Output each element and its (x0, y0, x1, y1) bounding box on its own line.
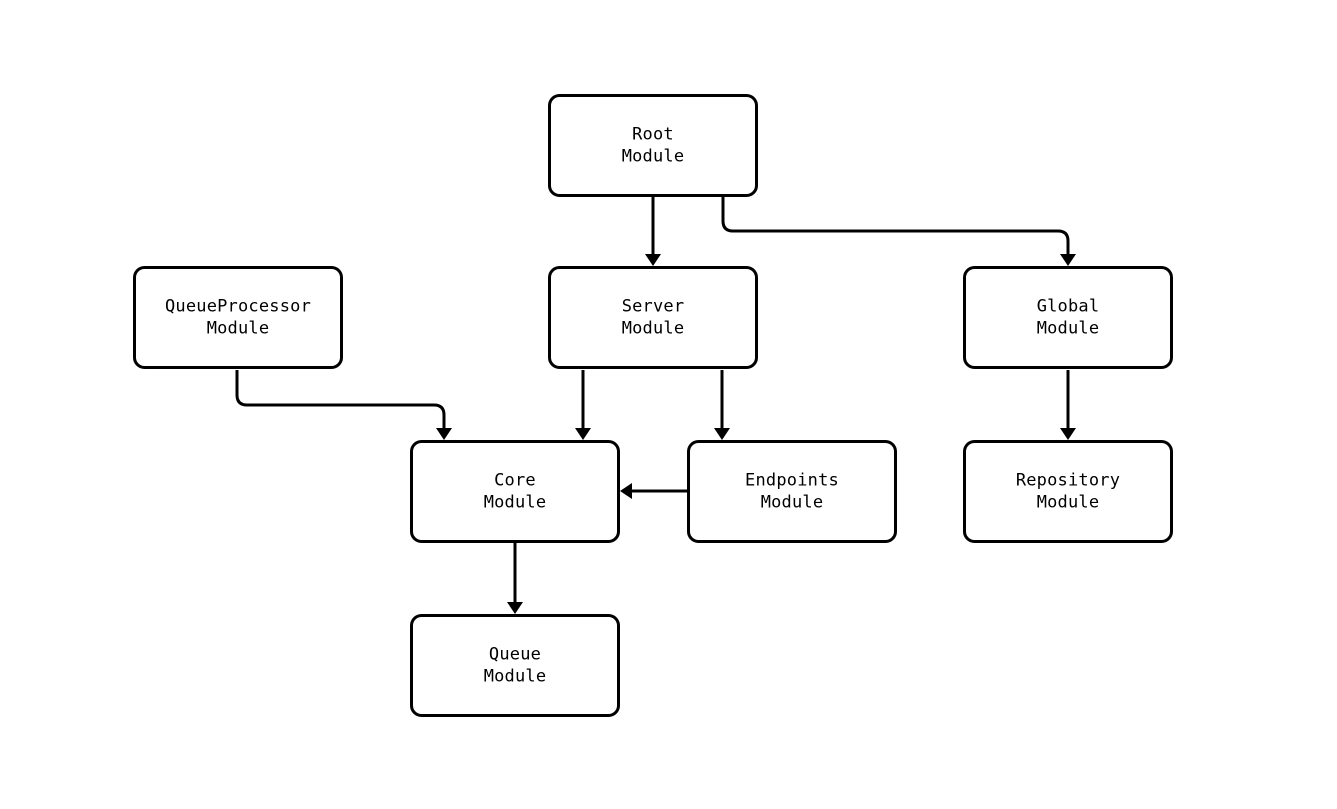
node-box[interactable] (548, 266, 758, 369)
node-box[interactable] (687, 440, 897, 543)
node-box[interactable] (410, 614, 620, 717)
node-box[interactable] (133, 266, 343, 369)
arrowhead-icon (1060, 428, 1076, 440)
node-label-line1: Core (494, 471, 536, 491)
node-label-line2: Module (622, 147, 685, 167)
node-box[interactable] (410, 440, 620, 543)
node-label-line1: Repository (1016, 471, 1120, 491)
node-box[interactable] (963, 266, 1173, 369)
node-label-line2: Module (484, 493, 547, 513)
arrowhead-icon (575, 428, 591, 440)
edge-server-to-core (575, 370, 591, 440)
node-label-line1: Server (622, 297, 685, 317)
edges-layer (235, 197, 1076, 614)
edge-global-to-repository (1060, 370, 1076, 440)
node-box[interactable] (548, 94, 758, 197)
node-box[interactable] (963, 440, 1173, 543)
edge-queueprocessor-to-core (235, 370, 452, 440)
edge-line (721, 197, 1070, 254)
node-label-line2: Module (1037, 493, 1100, 513)
edge-core-to-queue (507, 543, 523, 614)
arrowhead-icon (436, 428, 452, 440)
node-label-line2: Module (207, 319, 270, 339)
node-label-line1: Global (1037, 297, 1100, 317)
arrowhead-icon (507, 602, 523, 614)
nodes-layer: RootModuleQueueProcessorModuleServerModu… (133, 94, 1173, 717)
node-label-line1: QueueProcessor (165, 297, 311, 317)
node-label-line2: Module (1037, 319, 1100, 339)
node-label-line1: Endpoints (745, 471, 839, 491)
edge-server-to-endpoints (714, 370, 730, 440)
edge-root-to-global (721, 197, 1076, 266)
edge-line (235, 370, 446, 428)
node-label-line1: Root (632, 125, 674, 145)
edge-endpoints-to-core (620, 483, 687, 499)
arrowhead-icon (620, 483, 632, 499)
node-label-line2: Module (761, 493, 824, 513)
edge-root-to-server (645, 197, 661, 266)
arrowhead-icon (1060, 254, 1076, 266)
arrowhead-icon (645, 254, 661, 266)
node-label-line1: Queue (489, 645, 541, 665)
node-label-line2: Module (622, 319, 685, 339)
arrowhead-icon (714, 428, 730, 440)
node-label-line2: Module (484, 667, 547, 687)
